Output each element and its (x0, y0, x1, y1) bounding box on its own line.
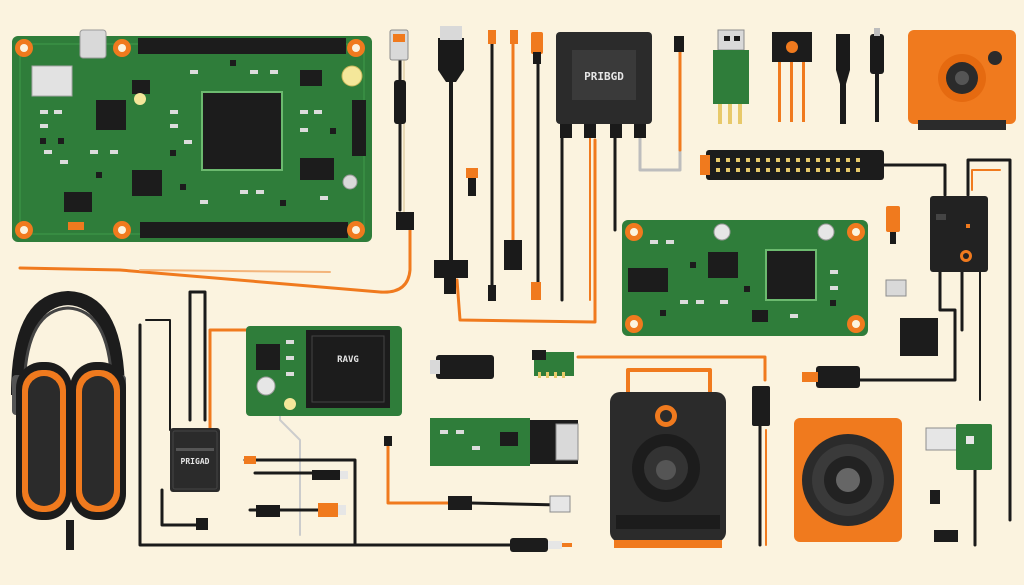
dc-plug (466, 168, 478, 178)
chip (752, 310, 768, 322)
black-cable-mid-1 (243, 458, 357, 547)
black-cable-right-3 (858, 268, 957, 382)
plug-end (196, 518, 208, 530)
black-cable-left-loop (188, 290, 207, 422)
barrel-connector (448, 496, 472, 510)
small-connector (396, 212, 414, 230)
chip (132, 80, 150, 94)
connector-block (504, 240, 522, 270)
small-connector-grey (885, 279, 907, 297)
chip (132, 170, 162, 196)
speaker-icon (610, 392, 726, 548)
orange-cable-left-2 (139, 269, 331, 273)
plug-tip (510, 30, 518, 44)
camera-icon (908, 30, 1016, 130)
black-cable-left-big (138, 323, 522, 547)
plug-tip (531, 32, 543, 54)
usb-dongle-black (436, 355, 494, 379)
cpu-chip (765, 249, 817, 301)
orange-cable-usb-mid (386, 438, 462, 505)
chip (628, 268, 668, 292)
hdmi-cable-orange (455, 138, 597, 324)
small-chip-right (900, 318, 938, 356)
cable-connector-plug (816, 366, 860, 388)
orange-cable-speaker (576, 355, 767, 382)
sensor-module (930, 196, 988, 272)
main-board (12, 29, 372, 242)
wifi-module-board: RAVG (246, 326, 402, 416)
chip (96, 100, 126, 130)
orange-cable-right (971, 169, 1001, 191)
second-board (622, 220, 868, 336)
crystal (342, 174, 358, 190)
usb-adapter-right (925, 424, 992, 542)
wifi-chip (306, 330, 390, 408)
smd-components (40, 70, 328, 204)
gpio-header-top (138, 38, 346, 54)
orange-fuse (886, 206, 900, 232)
usb-port (79, 29, 107, 59)
crystal (341, 65, 363, 87)
black-cable-left-2 (145, 319, 171, 431)
sd-slot (31, 65, 73, 97)
gpio-header-bottom (140, 222, 348, 238)
plug-end (318, 503, 338, 517)
chip (300, 70, 322, 86)
chip (64, 192, 92, 212)
plug-tip (488, 30, 496, 44)
black-cable-usb-mid (468, 501, 562, 507)
audio-jack-plug (510, 538, 548, 552)
orange-cable-audio (208, 328, 252, 432)
black-plug (870, 34, 884, 74)
crystal (134, 93, 146, 105)
chip (708, 252, 738, 278)
cable-connector (752, 386, 770, 426)
smd-components-dark (40, 60, 336, 206)
usb-plug-mid (549, 495, 571, 513)
mid-connectors (396, 150, 988, 356)
top-connectors: PRIBGD (389, 26, 1016, 138)
headphones-icon (11, 290, 126, 550)
ribbon-connector (352, 100, 366, 156)
cpu-chip (201, 91, 283, 171)
plug-tip (384, 436, 392, 446)
orange-handle-speaker (626, 368, 712, 394)
audio-module-label: PRIGAD (181, 457, 210, 466)
black-cable-right-1 (878, 163, 947, 197)
orange-cable-left (18, 218, 412, 294)
chip (300, 158, 334, 180)
plug-end (312, 470, 340, 480)
hdmi-connector-block (434, 260, 468, 278)
hub-box-label: PRIBGD (584, 70, 624, 83)
black-plug (836, 34, 850, 84)
plug-end (244, 456, 256, 464)
black-cable-audio-bottom (160, 488, 202, 527)
bottom-connectors (196, 350, 579, 552)
usb-stick (717, 29, 745, 51)
plug-end (256, 505, 280, 517)
chip (256, 344, 280, 370)
audio-module-box: PRIGAD (170, 428, 220, 492)
speaker-icon (794, 418, 902, 542)
hdmi-plug (438, 38, 464, 82)
header-strip (706, 150, 884, 180)
orange-led (68, 222, 84, 230)
wifi-chip-label: RAVG (337, 355, 359, 365)
plug-tip (802, 372, 818, 382)
black-cable-right-2 (966, 158, 1012, 522)
